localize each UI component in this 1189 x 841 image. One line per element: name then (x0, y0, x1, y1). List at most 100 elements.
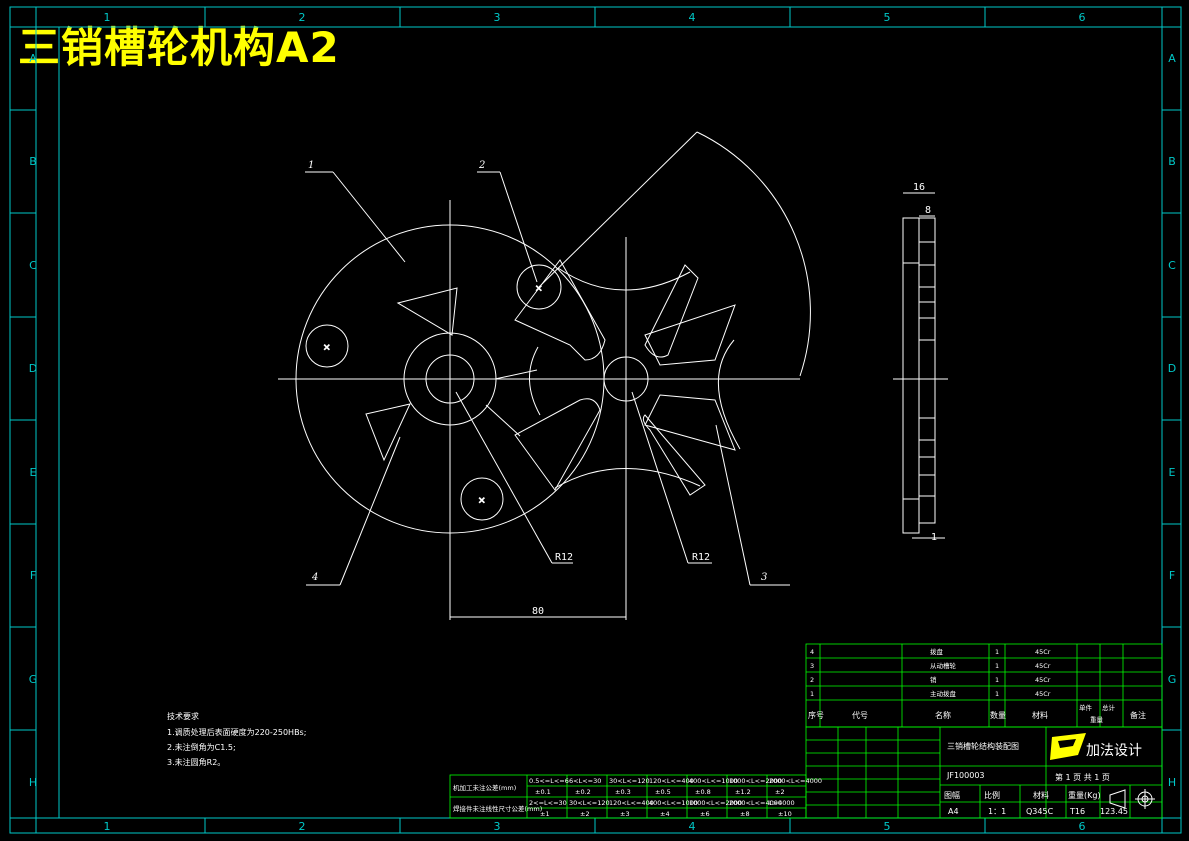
svg-text:±3: ±3 (620, 810, 630, 818)
part-label-2: 2 (478, 160, 485, 171)
geneva-arc-left (529, 346, 541, 416)
bom-header-remark: 备注 (1130, 710, 1146, 720)
bom-qty-1: 1 (995, 690, 999, 698)
geneva-slot-bl (514, 398, 601, 491)
label-size: 图幅 (944, 790, 960, 800)
notes-line-3: 3.未注圆角R2。 (167, 757, 225, 767)
zone-x-3: 3 (494, 11, 501, 24)
dim-16: 16 (913, 182, 925, 193)
svg-text:±10: ±10 (778, 810, 792, 818)
svg-text:30<L<=120: 30<L<=120 (569, 799, 610, 807)
svg-text:L>4000: L>4000 (769, 799, 795, 807)
svg-text:1000<L<=2000: 1000<L<=2000 (729, 777, 782, 785)
bom-mat-4: 45Cr (1035, 648, 1051, 656)
bom-name-1: 主动拨盘 (930, 689, 957, 698)
zone-x-4b: 4 (689, 820, 696, 833)
bom-qty-2: 1 (995, 676, 999, 684)
svg-text:×: × (323, 343, 331, 353)
zone-y-d-r: D (1168, 362, 1176, 375)
svg-text:±2: ±2 (580, 810, 590, 818)
zone-y-d: D (29, 362, 37, 375)
drawing-name: 三销槽轮结构装配图 (947, 741, 1019, 751)
zone-x-5b: 5 (884, 820, 891, 833)
logo-text: 加法设计 (1086, 743, 1142, 759)
value-material: Q345C (1026, 807, 1054, 816)
lock-sector-top (396, 287, 458, 336)
zone-y-e: E (30, 466, 37, 479)
svg-text:±0.5: ±0.5 (655, 788, 671, 796)
svg-text:×: × (478, 496, 486, 506)
side-view: 16 8 1 (893, 182, 948, 543)
label-scale: 比例 (984, 790, 1000, 800)
geneva-arc-bottom (554, 468, 701, 489)
zone-y-b: B (29, 155, 37, 168)
sheet-info: 第 1 页 共 1 页 (1055, 772, 1110, 782)
lock-sector-bottom (365, 403, 411, 462)
value-scale: 1：1 (988, 807, 1006, 816)
bom-mat-2: 45Cr (1035, 676, 1051, 684)
bom-header-no: 序号 (808, 710, 824, 720)
logo-icon (1050, 733, 1086, 760)
svg-text:6<L<=30: 6<L<=30 (569, 777, 601, 785)
zone-y-b-r: B (1168, 155, 1176, 168)
drawing-title: 三销槽轮机构A2 (18, 23, 340, 72)
geneva-slot-tl (514, 259, 606, 361)
driving-bore (425, 354, 475, 404)
svg-text:0.5<=L<=6: 0.5<=L<=6 (529, 777, 569, 785)
bom-no-4: 4 (810, 648, 814, 656)
zone-x-1: 1 (104, 11, 111, 24)
svg-text:±1: ±1 (540, 810, 550, 818)
svg-text:±8: ±8 (740, 810, 750, 818)
svg-text:400<L<=1000: 400<L<=1000 (649, 799, 698, 807)
zone-y-a: A (29, 52, 37, 65)
main-view: × × × 1 2 3 4 R12 (278, 131, 811, 620)
svg-text:±0.3: ±0.3 (615, 788, 631, 796)
geneva-slot-tr (644, 264, 699, 358)
bom-table: 4 拨盘 1 45Cr 3 从动槽轮 1 45Cr 2 销 1 45Cr 1 主… (805, 643, 1163, 728)
dim-80: 80 (532, 606, 544, 617)
svg-text:±4: ±4 (660, 810, 670, 818)
pin-top (516, 264, 562, 310)
part-label-3: 3 (761, 572, 767, 583)
bom-name-3: 从动槽轮 (930, 661, 957, 670)
zone-x-2: 2 (299, 11, 306, 24)
dim-r12-left: R12 (555, 552, 573, 563)
svg-text:2<=L<=30: 2<=L<=30 (529, 799, 567, 807)
zone-x-6: 6 (1079, 11, 1086, 24)
pin-hole-bottom (460, 477, 504, 521)
zone-x-4: 4 (689, 11, 696, 24)
bom-header-single: 单件 (1079, 703, 1093, 712)
zone-x-1b: 1 (104, 820, 111, 833)
drawing-code: JF100003 (946, 771, 985, 780)
zone-y-a-r: A (1168, 52, 1176, 65)
bom-header-name: 名称 (935, 710, 951, 720)
bom-qty-3: 1 (995, 662, 999, 670)
zone-x-5: 5 (884, 11, 891, 24)
zone-y-f: F (30, 569, 36, 582)
pin-hole-left (305, 324, 349, 368)
value-weight: 123.45 (1100, 807, 1128, 816)
technical-notes: 技术要求 1.调质处理后表面硬度为220-250HBs; 2.未注倒角为C1.5… (167, 711, 306, 767)
tol-row2-label: 焊接件未注线性尺寸公差(mm) (453, 804, 542, 813)
notes-heading: 技术要求 (167, 711, 199, 721)
geneva-arc-right (718, 339, 741, 450)
dim-1: 1 (931, 532, 937, 543)
tolerance-table: 机加工未注公差(mm) 焊接件未注线性尺寸公差(mm) 0.5<=L<=6 6<… (449, 774, 822, 819)
dim-8: 8 (925, 205, 931, 216)
notes-line-2: 2.未注倒角为C1.5; (167, 742, 236, 752)
bom-header-qty: 数量 (990, 710, 1006, 720)
part-label-4: 4 (311, 572, 318, 583)
bom-header-weight: 重量 (1090, 716, 1104, 724)
bom-no-1: 1 (810, 690, 814, 698)
svg-text:±2: ±2 (775, 788, 785, 796)
zone-x-3b: 3 (494, 820, 501, 833)
zone-y-e-r: E (1169, 466, 1176, 479)
label-weight: 重量(Kg) (1068, 790, 1101, 800)
geneva-bore (603, 356, 649, 402)
svg-text:2000<L<=4000: 2000<L<=4000 (729, 799, 782, 807)
zone-y-c-r: C (1168, 259, 1176, 272)
bom-header-mat: 材料 (1032, 710, 1048, 720)
geneva-slot-r1 (644, 304, 736, 366)
tol-row1-label: 机加工未注公差(mm) (453, 783, 516, 792)
